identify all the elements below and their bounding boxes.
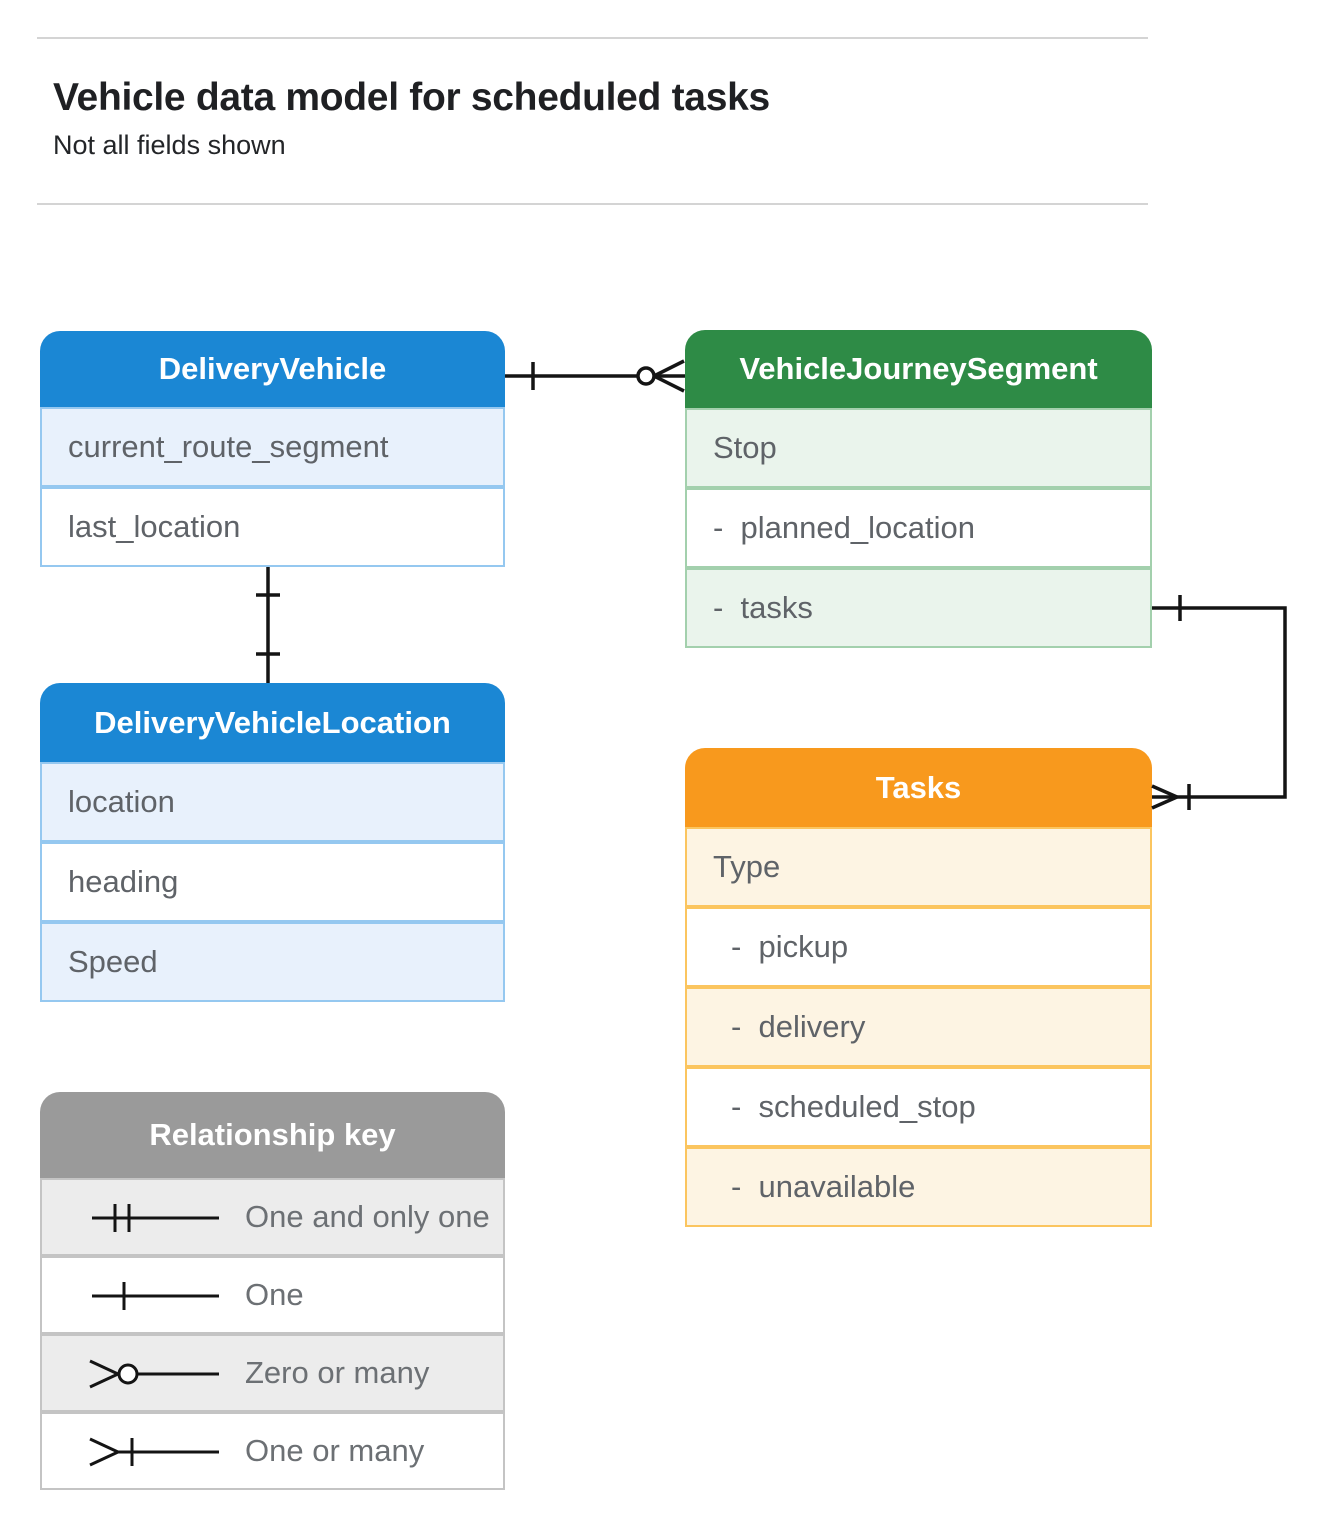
page-title: Vehicle data model for scheduled tasks	[53, 76, 770, 119]
connector-deliveryvehicle-to-deliveryvehiclelocation	[256, 567, 280, 683]
connector-vehiclejourneysegment-to-tasks	[1151, 595, 1287, 810]
entity-delivery-vehicle-header: DeliveryVehicle	[40, 331, 505, 407]
entity-delivery-vehicle-location-header: DeliveryVehicleLocation	[40, 683, 505, 762]
field-speed: Speed	[40, 922, 505, 1002]
entity-vehicle-journey-segment-header: VehicleJourneySegment	[685, 330, 1152, 408]
legend-label: One and only one	[245, 1199, 490, 1234]
zero-or-many-icon	[89, 1359, 219, 1389]
entity-tasks: Tasks Type - pickup - delivery - schedul…	[685, 748, 1152, 1227]
legend-row-one-and-only-one: One and only one	[40, 1178, 505, 1256]
connector-deliveryvehicle-to-vehiclejourneysegment	[505, 359, 685, 393]
top-divider	[37, 37, 1148, 39]
field-heading: heading	[40, 842, 505, 922]
entity-delivery-vehicle-location: DeliveryVehicleLocation location heading…	[40, 683, 505, 1002]
legend-row-zero-or-many: Zero or many	[40, 1334, 505, 1412]
field-last-location: last_location	[40, 487, 505, 567]
legend-label: One	[245, 1277, 304, 1312]
legend-row-one: One	[40, 1256, 505, 1334]
field-scheduled-stop: - scheduled_stop	[685, 1067, 1152, 1147]
one-icon	[92, 1282, 219, 1310]
one-and-only-one-icon	[92, 1204, 219, 1232]
field-stop: Stop	[685, 408, 1152, 488]
legend-row-one-or-many: One or many	[40, 1412, 505, 1490]
field-tasks: - tasks	[685, 568, 1152, 648]
field-location: location	[40, 762, 505, 842]
legend-label: One or many	[245, 1433, 425, 1468]
relationship-key-header: Relationship key	[40, 1092, 505, 1178]
page-subtitle: Not all fields shown	[53, 130, 286, 160]
one-or-many-marker	[1151, 784, 1191, 810]
entity-delivery-vehicle: DeliveryVehicle current_route_segment la…	[40, 331, 505, 567]
header-bottom-divider	[37, 203, 1148, 205]
zero-or-many-marker	[636, 359, 685, 393]
field-planned-location: - planned_location	[685, 488, 1152, 568]
field-pickup: - pickup	[685, 907, 1152, 987]
entity-tasks-header: Tasks	[685, 748, 1152, 827]
field-type: Type	[685, 827, 1152, 907]
relationship-key: Relationship key One and only one One	[40, 1092, 505, 1490]
entity-vehicle-journey-segment: VehicleJourneySegment Stop - planned_loc…	[685, 330, 1152, 648]
field-unavailable: - unavailable	[685, 1147, 1152, 1227]
field-current-route-segment: current_route_segment	[40, 407, 505, 487]
legend-label: Zero or many	[245, 1355, 430, 1390]
field-delivery: - delivery	[685, 987, 1152, 1067]
one-or-many-icon	[89, 1437, 219, 1467]
